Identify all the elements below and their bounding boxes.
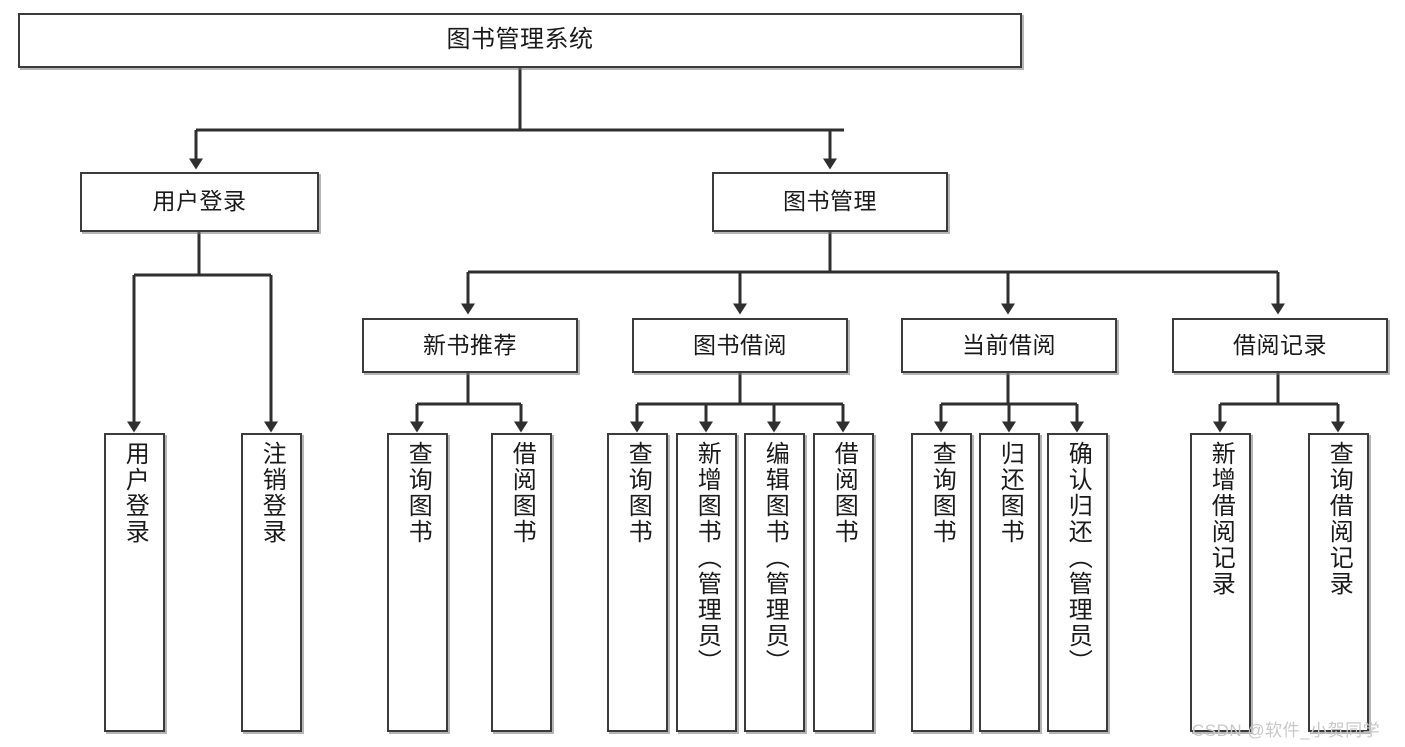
leaf-new-book-borrow[interactable]: 借阅图书 bbox=[491, 433, 552, 732]
node-label: 新书推荐 bbox=[423, 331, 517, 358]
leaf-new-book-query[interactable]: 查询图书 bbox=[387, 433, 448, 732]
node-label: 新增图书（管理员） bbox=[693, 441, 721, 675]
leaf-book-borrow-borrow[interactable]: 借阅图书 bbox=[813, 433, 874, 732]
node-label: 借阅记录 bbox=[1233, 331, 1327, 358]
node-label: 归还图书 bbox=[996, 441, 1024, 545]
node-current-borrow[interactable]: 当前借阅 bbox=[901, 318, 1117, 373]
node-new-book-recommend[interactable]: 新书推荐 bbox=[362, 318, 578, 373]
node-user-login[interactable]: 用户登录 bbox=[80, 172, 319, 232]
leaf-book-borrow-add[interactable]: 新增图书（管理员） bbox=[676, 433, 737, 732]
node-label: 编辑图书（管理员） bbox=[761, 441, 789, 675]
node-borrow-record[interactable]: 借阅记录 bbox=[1172, 318, 1388, 373]
node-book-management[interactable]: 图书管理 bbox=[712, 172, 948, 232]
node-root-system[interactable]: 图书管理系统 bbox=[18, 13, 1022, 68]
leaf-current-borrow-return[interactable]: 归还图书 bbox=[979, 433, 1040, 732]
node-label: 查询借阅记录 bbox=[1325, 441, 1353, 597]
node-label: 图书管理 bbox=[783, 188, 877, 215]
node-label: 注销登录 bbox=[258, 441, 286, 545]
leaf-book-borrow-edit[interactable]: 编辑图书（管理员） bbox=[744, 433, 805, 732]
node-label: 用户登录 bbox=[152, 188, 247, 215]
leaf-book-borrow-query[interactable]: 查询图书 bbox=[607, 433, 668, 732]
node-label: 查询图书 bbox=[404, 441, 432, 545]
leaf-current-borrow-confirm-return[interactable]: 确认归还（管理员） bbox=[1047, 433, 1108, 732]
node-label: 借阅图书 bbox=[830, 441, 858, 545]
node-label: 查询图书 bbox=[624, 441, 652, 545]
node-label: 图书借阅 bbox=[693, 331, 787, 358]
leaf-current-borrow-query[interactable]: 查询图书 bbox=[911, 433, 972, 732]
leaf-user-login-login[interactable]: 用户登录 bbox=[104, 433, 165, 732]
leaf-borrow-record-add[interactable]: 新增借阅记录 bbox=[1190, 433, 1251, 732]
node-label: 确认归还（管理员） bbox=[1064, 441, 1092, 675]
node-label: 新增借阅记录 bbox=[1207, 441, 1235, 597]
leaf-user-login-logout[interactable]: 注销登录 bbox=[241, 433, 302, 732]
node-label: 借阅图书 bbox=[508, 441, 536, 545]
csdn-watermark: CSDN @软件_小贺同学 bbox=[1192, 721, 1381, 740]
node-label: 当前借阅 bbox=[962, 331, 1056, 358]
leaf-borrow-record-query[interactable]: 查询借阅记录 bbox=[1308, 433, 1369, 732]
node-label: 用户登录 bbox=[121, 441, 149, 545]
node-label: 查询图书 bbox=[928, 441, 956, 545]
node-label: 图书管理系统 bbox=[446, 26, 594, 54]
node-book-borrow[interactable]: 图书借阅 bbox=[632, 318, 848, 373]
